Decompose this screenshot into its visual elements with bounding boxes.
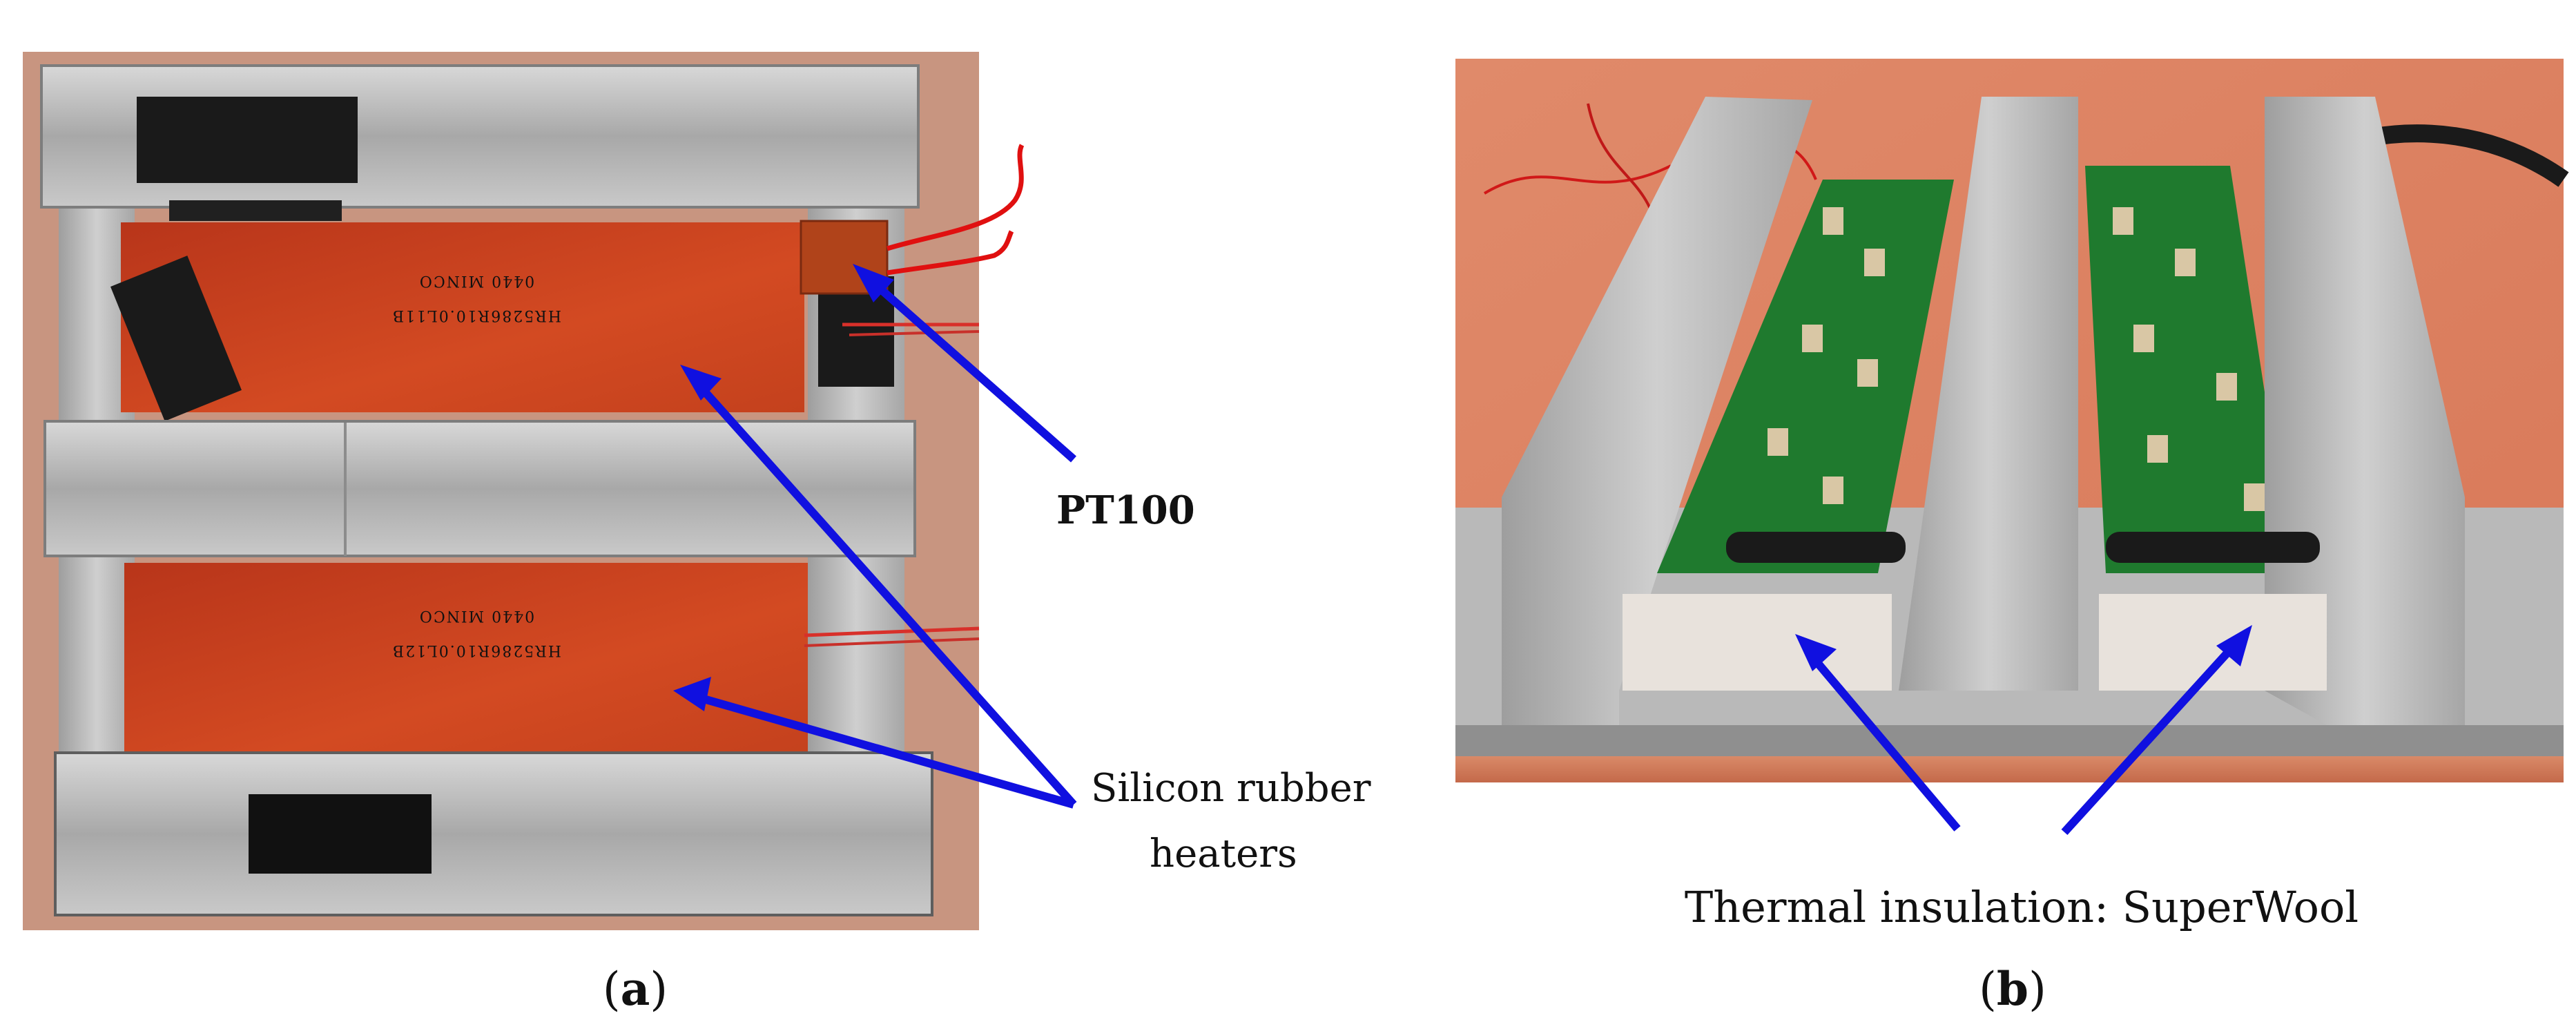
pcb-board: [2085, 166, 2292, 573]
panel-a-photo: HR5286R10.0L11B 0440 MINCO HR5286R10.0L1…: [23, 52, 1025, 930]
label-pt100: PT100: [1056, 488, 1195, 533]
aluminium-channel-wall: [1899, 97, 2078, 691]
arrowhead: [1795, 634, 1837, 671]
lead-wire: [804, 637, 980, 647]
arrowhead: [2216, 625, 2252, 666]
lead-wire: [804, 626, 980, 637]
heater-print-line: HR5286R10.0L11B: [391, 307, 561, 324]
pcb-components: [1768, 207, 2265, 511]
label-heaters-line1: Silicon rubber: [1091, 766, 1371, 811]
label-heaters-line2: heaters: [1150, 831, 1297, 876]
pt100-sensor: [800, 220, 889, 295]
arrowhead: [680, 365, 722, 401]
silicon-rubber-heater: [124, 563, 808, 756]
arrow-pt100: [867, 276, 1076, 463]
base-plate-front: [1455, 725, 2564, 756]
arrowhead: [853, 264, 894, 302]
arrowhead: [673, 677, 711, 711]
lead-wire: [849, 330, 980, 336]
insulation-wool: [2099, 594, 2327, 691]
insulation-wool: [1623, 594, 1892, 691]
arrow-heater-2: [693, 692, 1075, 809]
panel-a-arrows: [673, 264, 1077, 809]
heater-rod: [2106, 532, 2320, 563]
black-tape: [169, 200, 342, 221]
panel-b-arrows: [1795, 625, 2252, 836]
label-insulation: Thermal insulation: SuperWool: [1685, 882, 2359, 932]
lead-wire: [887, 230, 1014, 276]
aluminium-channel-wall: [2265, 97, 2465, 725]
heater-print: HR5286R10.0L12B 0440 MINCO: [391, 607, 561, 659]
black-tape: [137, 97, 358, 183]
lead-wire: [1483, 164, 1672, 195]
lead-wire: [886, 144, 1025, 251]
panel-b-photo: [1455, 59, 2569, 782]
black-tape: [110, 256, 242, 421]
aluminium-channel-wall: [1502, 97, 1812, 725]
heater-print-line: HR5286R10.0L12B: [391, 642, 561, 659]
heater-print-line: 0440 MINCO: [418, 607, 534, 624]
caption-a: (a): [603, 962, 668, 1016]
heater-rod: [1726, 532, 1906, 563]
aluminium-bar: [54, 751, 933, 916]
caption-b: (b): [1979, 962, 2046, 1016]
heater-print: HR5286R10.0L11B 0440 MINCO: [391, 272, 561, 324]
heater-print-line: 0440 MINCO: [418, 272, 534, 289]
arrow-insulation-right: [2061, 639, 2240, 836]
pcb-board: [1657, 180, 1954, 573]
arrow-heater-1: [694, 381, 1077, 807]
aluminium-bar: [43, 420, 916, 557]
arrow-insulation-left: [1805, 650, 1961, 831]
table-surface: [1455, 756, 2564, 782]
black-tape: [249, 794, 432, 874]
